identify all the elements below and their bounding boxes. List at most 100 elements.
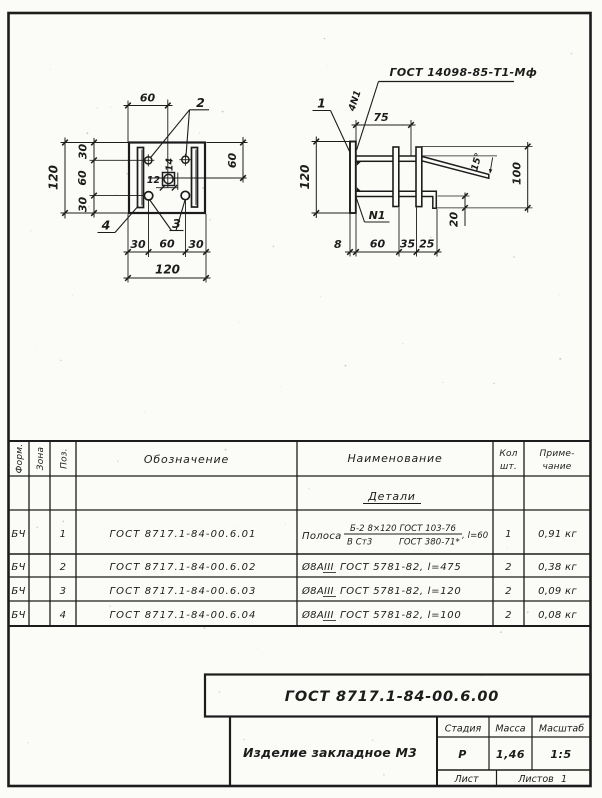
plan-dim-left-30a: 30 <box>77 144 90 160</box>
paper-speckles <box>27 37 573 776</box>
title-mass-label: Масса <box>495 724 525 735</box>
side-dim-angle-15: 15° <box>469 152 484 172</box>
spec-r1-format: БЧ <box>11 529 25 540</box>
spec-row-2: БЧ 2 ГОСТ 8717.1-84-00.6.02 Ø8А III ГОСТ… <box>11 561 577 573</box>
side-strip-1 <box>392 146 400 208</box>
plan-dim-hole-14: 14 <box>164 158 175 172</box>
spec-r1-frac-bot-right: ГОСТ 380-71* <box>399 538 460 548</box>
side-angle-15 <box>421 155 497 174</box>
spec-r3-format: БЧ <box>11 586 25 597</box>
title-block-texts: ГОСТ 8717.1-84-00.6.00 Изделие закладное… <box>243 689 584 785</box>
side-dim-120 <box>311 136 350 218</box>
title-mass-value: 1,46 <box>496 748 525 761</box>
plan-dim-bottom-30b: 30 <box>188 238 204 251</box>
spec-r4-pos: 4 <box>60 610 67 621</box>
side-dim-100 <box>421 142 533 213</box>
side-strip-2 <box>415 146 423 208</box>
plan-pos4-label: 4 <box>101 218 111 233</box>
title-sheets-value: 1 <box>561 774 567 785</box>
plan-dim-left-30b: 30 <box>77 197 90 213</box>
plan-dim-bottom <box>123 200 211 283</box>
spec-r1-frac-bot-left: В Ст3 <box>347 538 372 548</box>
side-leader-pos1 <box>312 109 351 153</box>
plan-anchor-bottom-right <box>180 190 191 201</box>
spec-r4-format: БЧ <box>11 610 25 621</box>
page-frame <box>7 11 592 788</box>
spec-r4-name-rest: ГОСТ 5781-82, l=100 <box>340 610 461 621</box>
spec-r1-qty: 1 <box>505 529 512 540</box>
spec-r3-designation: ГОСТ 8717.1-84-00.6.03 <box>109 586 256 597</box>
side-plate <box>349 140 357 214</box>
plan-dim-left-60: 60 <box>76 170 89 186</box>
spec-r1-designation: ГОСТ 8717.1-84-00.6.01 <box>109 529 256 540</box>
spec-r2-qty: 2 <box>505 562 512 573</box>
side-view <box>311 80 533 257</box>
title-stage-label: Стадия <box>445 724 482 735</box>
spec-r2-format: БЧ <box>11 562 25 573</box>
spec-header-note-2: чание <box>542 462 571 472</box>
title-product-name: Изделие закладное М3 <box>243 745 417 760</box>
spec-row-3: БЧ 3 ГОСТ 8717.1-84-00.6.03 Ø8А III ГОСТ… <box>11 585 577 597</box>
title-block-grid <box>203 673 592 786</box>
side-dim-b35: 35 <box>400 238 416 251</box>
plan-leader-pos2 <box>150 109 209 158</box>
side-dim-75 <box>351 120 416 156</box>
plan-anchor-top-left <box>142 154 155 167</box>
side-weld-count: 4N1 <box>346 89 363 113</box>
spec-row-1: БЧ 1 ГОСТ 8717.1-84-00.6.01 Полоса Б-2 8… <box>11 524 577 548</box>
side-angled-bar <box>421 155 490 180</box>
title-scale-value: 1:5 <box>550 748 571 761</box>
side-bottom-bar <box>355 190 438 209</box>
plan-strip-left <box>136 146 145 209</box>
plan-pos3-label: 3 <box>172 216 181 231</box>
spec-header-pos: Поз. <box>60 448 70 469</box>
side-view-texts: 1 ГОСТ 14098-85-Т1-Мф 4N1 N1 75 120 15° … <box>298 66 537 251</box>
side-weld-n1: N1 <box>369 209 386 222</box>
title-designation: ГОСТ 8717.1-84-00.6.00 <box>285 689 499 705</box>
plan-anchor-top-right <box>179 153 192 166</box>
plan-view-texts: 60 120 30 60 30 60 30 60 30 120 12 14 2 … <box>47 92 240 277</box>
spec-r3-qty: 2 <box>505 586 512 597</box>
title-sheets-label: Листов <box>517 774 554 785</box>
spec-r2-pos: 2 <box>60 562 67 573</box>
plan-strip-right <box>190 146 199 208</box>
plan-dim-bottom-30a: 30 <box>130 238 146 251</box>
spec-r4-note: 0,08 кг <box>538 610 577 621</box>
spec-r2-note: 0,38 кг <box>538 562 577 573</box>
side-leader-n1 <box>355 197 390 223</box>
spec-r4-designation: ГОСТ 8717.1-84-00.6.04 <box>109 610 256 621</box>
side-dim-top-75: 75 <box>373 111 389 124</box>
plan-dim-top <box>123 100 173 143</box>
spec-r3-note: 0,09 кг <box>538 586 577 597</box>
side-dim-bottom <box>345 207 442 257</box>
spec-header-qty-1: Кол <box>499 449 517 459</box>
plan-view <box>60 99 248 283</box>
spec-r1-name-prefix: Полоса <box>302 531 342 542</box>
spec-r3-name-class: III <box>324 586 334 597</box>
side-top-bar <box>355 155 422 163</box>
spec-section-title: Детали <box>367 490 416 503</box>
plan-dim-left-120: 120 <box>47 165 61 190</box>
title-sheet-label: Лист <box>453 774 479 785</box>
spec-header-format: Форм. <box>15 444 25 474</box>
title-stage-value: Р <box>458 748 467 761</box>
plan-dim-right-60: 60 <box>226 153 239 169</box>
plan-anchor-bottom-left <box>143 190 154 201</box>
side-dim-20 <box>437 192 470 226</box>
spec-r2-name-dia: Ø8А <box>301 561 324 573</box>
spec-r2-designation: ГОСТ 8717.1-84-00.6.02 <box>109 562 256 573</box>
plan-dim-hole-12: 12 <box>147 175 161 186</box>
spec-header-name: Наименование <box>347 452 442 465</box>
spec-r4-name-dia: Ø8А <box>301 609 324 621</box>
spec-r4-qty: 2 <box>505 610 512 621</box>
side-dim-b60: 60 <box>370 238 386 251</box>
spec-row-4: БЧ 4 ГОСТ 8717.1-84-00.6.04 Ø8А III ГОСТ… <box>11 609 577 621</box>
spec-table-texts: Форм. Зона Поз. Обозначение Наименование… <box>11 444 577 621</box>
plan-dim-bottom-120: 120 <box>155 263 180 277</box>
spec-r2-name-rest: ГОСТ 5781-82, l=475 <box>340 562 461 573</box>
spec-header-designation: Обозначение <box>144 453 229 466</box>
plan-dim-right <box>206 137 248 183</box>
side-dim-right-100: 100 <box>511 162 524 185</box>
plan-dim-top-60: 60 <box>140 92 156 105</box>
spec-r1-frac-top: Б-2 8×120 ГОСТ 103-76 <box>350 524 456 534</box>
